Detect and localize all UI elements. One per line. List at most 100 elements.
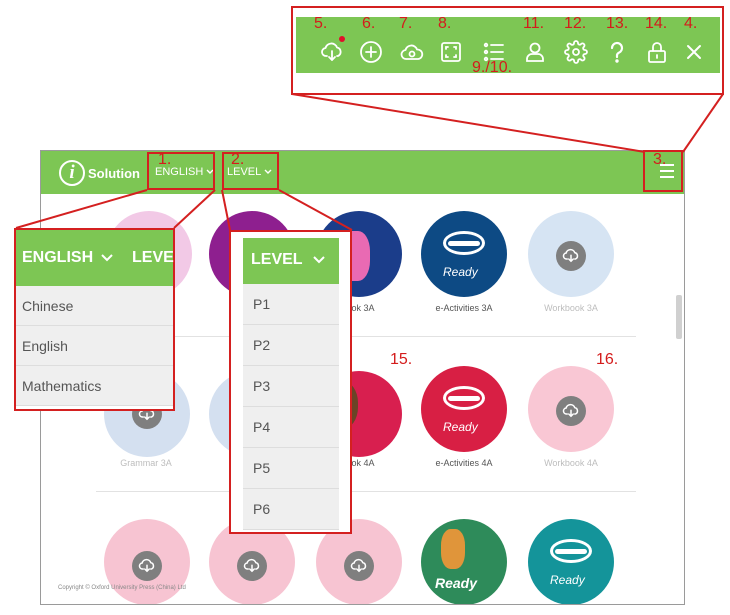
annotation-2: 2.	[231, 151, 245, 168]
chevron-down-icon	[264, 169, 272, 174]
mascot-icon	[443, 386, 485, 410]
book-tile[interactable]: Ready	[421, 519, 507, 604]
subject-option-mathematics[interactable]: Mathematics	[16, 366, 173, 406]
cloud-download-icon	[138, 558, 155, 573]
book-tile-label: Workbook 3A	[544, 303, 598, 313]
annotation-5: 5.	[314, 15, 328, 32]
level-menu-peek: LEVE	[132, 249, 174, 266]
fullscreen-icon	[441, 42, 461, 62]
workbook-3a-tile[interactable]	[528, 211, 614, 297]
lock-icon	[648, 42, 666, 63]
plus-circle-icon	[360, 41, 382, 63]
option-label: P6	[253, 501, 271, 517]
mascot-icon	[550, 539, 592, 563]
row-separator	[96, 491, 636, 492]
level-option-p5[interactable]: P5	[243, 448, 339, 489]
settings-button[interactable]	[562, 38, 590, 66]
lock-button[interactable]	[643, 38, 671, 66]
ready-text: Ready	[435, 575, 478, 591]
level-dropdown-label: LEVEL	[227, 166, 262, 178]
menu-bar	[660, 170, 674, 172]
option-label: P2	[253, 337, 271, 353]
level-option-p1[interactable]: P1	[243, 284, 339, 325]
mascot-icon	[443, 231, 485, 255]
annotation-12: 12.	[564, 15, 587, 32]
option-label: P4	[253, 419, 271, 435]
cloud-download-icon	[321, 42, 342, 61]
row-separator	[96, 336, 636, 337]
workbook-4a-tile[interactable]	[528, 366, 614, 452]
level-option-p4[interactable]: P4	[243, 407, 339, 448]
level-menu-header[interactable]: LEVEL	[243, 238, 339, 284]
book-tile-label: Grammar 3A	[120, 458, 172, 468]
annotation-11: 11.	[523, 15, 545, 32]
subject-option-english[interactable]: English	[16, 326, 173, 366]
option-label: P5	[253, 460, 271, 476]
fullscreen-button[interactable]	[437, 38, 465, 66]
app-header: i Solution ENGLISH LEVEL	[41, 151, 684, 194]
highlight-menu	[643, 150, 683, 192]
menu-bar	[660, 164, 674, 166]
annotation-13: 13.	[606, 15, 629, 32]
sync-button[interactable]	[398, 38, 426, 66]
cloud-download-icon	[243, 558, 260, 573]
menu-button[interactable]	[660, 164, 674, 178]
e-activities-4a-tile[interactable]: Ready	[421, 366, 507, 452]
help-button[interactable]	[603, 38, 631, 66]
cloud-sync-icon	[400, 44, 424, 60]
notification-dot	[339, 36, 345, 42]
option-label: Mathematics	[22, 378, 102, 394]
level-option-p6[interactable]: P6	[243, 489, 339, 530]
download-badge[interactable]	[132, 551, 162, 581]
option-label: English	[22, 338, 68, 354]
list-icon	[483, 42, 504, 62]
level-option-p2[interactable]: P2	[243, 325, 339, 366]
download-badge[interactable]	[556, 396, 586, 426]
option-label: P3	[253, 378, 271, 394]
level-dropdown[interactable]: LEVEL	[227, 166, 272, 178]
add-button[interactable]	[357, 38, 385, 66]
download-badge[interactable]	[556, 241, 586, 271]
ready-text: Ready	[443, 420, 478, 434]
chevron-down-icon	[101, 254, 113, 262]
subject-menu-header[interactable]: ENGLISH LEVE	[16, 230, 174, 286]
copyright-text: Copyright © Oxford University Press (Chi…	[58, 585, 186, 591]
close-button[interactable]	[680, 38, 708, 66]
character-art	[441, 529, 465, 569]
isolution-logo: i Solution	[59, 160, 140, 186]
list-button[interactable]	[480, 38, 508, 66]
annotation-9-10: 9./10.	[472, 59, 513, 76]
option-label: Chinese	[22, 298, 74, 314]
subject-option-chinese[interactable]: Chinese	[16, 286, 173, 326]
annotation-7: 7.	[399, 15, 413, 32]
annotation-8: 8.	[438, 15, 452, 32]
logo-text: Solution	[88, 165, 140, 181]
scrollbar-track[interactable]	[676, 196, 682, 596]
book-tile-label: e-Activities 4A	[435, 458, 493, 468]
chevron-down-icon	[206, 169, 214, 174]
toolbar-strip	[296, 17, 720, 73]
help-icon	[610, 41, 624, 63]
book-tile-label: book 4A	[341, 458, 375, 468]
e-activities-3a-tile[interactable]: Ready	[421, 211, 507, 297]
user-button[interactable]	[521, 38, 549, 66]
level-option-p3[interactable]: P3	[243, 366, 339, 407]
cloud-download-icon	[562, 248, 579, 263]
menu-bar	[660, 176, 674, 178]
book-tile-label: e-Activities 3A	[435, 303, 493, 313]
subject-menu-callout: ENGLISH LEVE Chinese English Mathematics	[14, 228, 175, 411]
option-label: P1	[253, 296, 271, 312]
subject-menu-selected: ENGLISH	[22, 249, 94, 266]
book-tile[interactable]: Ready	[528, 519, 614, 604]
book-tile[interactable]	[104, 519, 190, 604]
download-badge[interactable]	[344, 551, 374, 581]
subject-dropdown[interactable]: ENGLISH	[155, 166, 214, 178]
scrollbar-thumb[interactable]	[676, 295, 682, 339]
book-tile-label: Workbook 4A	[544, 458, 598, 468]
download-badge[interactable]	[237, 551, 267, 581]
gear-icon	[564, 40, 588, 64]
download-button[interactable]	[318, 38, 346, 66]
ready-text: Ready	[443, 265, 478, 279]
annotation-3: 3.	[653, 151, 667, 168]
annotation-14: 14.	[645, 15, 668, 32]
